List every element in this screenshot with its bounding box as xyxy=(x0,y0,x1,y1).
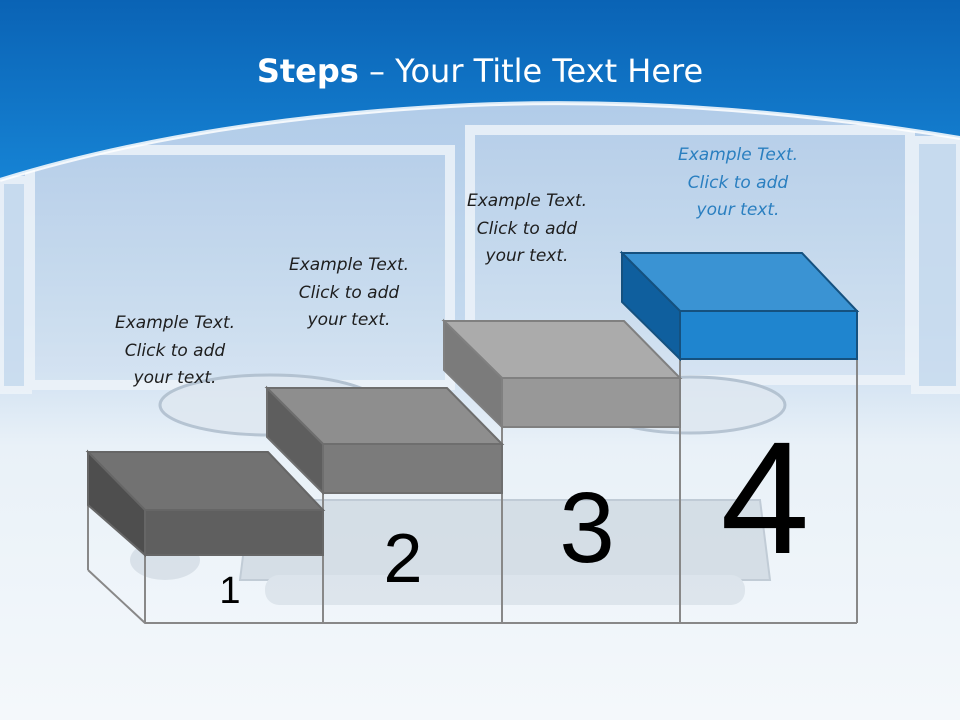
step-1-callout-line-3: your text. xyxy=(133,368,217,388)
step-3-callout-line-3: your text. xyxy=(485,246,569,266)
step-2-callout-line-3: your text. xyxy=(307,310,391,330)
step-1-callout[interactable]: Example Text. Click to add your text. xyxy=(80,310,270,393)
step-4-callout-line-1: Example Text. xyxy=(677,145,799,165)
step-3-callout-line-2: Click to add xyxy=(476,218,578,239)
step-3-callout[interactable]: Example Text. Click to add your text. xyxy=(432,188,622,271)
step-4-callout[interactable]: Example Text. Click to add your text. xyxy=(643,142,833,225)
step-number-2: 2 xyxy=(383,519,423,597)
step-block-4 xyxy=(619,250,860,362)
step-4-callout-line-2: Click to add xyxy=(687,172,789,193)
step-1-callout-line-2: Click to add xyxy=(124,340,226,361)
step-2-callout[interactable]: Example Text. Click to add your text. xyxy=(254,252,444,335)
step-block-2 xyxy=(264,385,505,496)
step-number-1: 1 xyxy=(219,570,241,612)
step-2-callout-line-1: Example Text. xyxy=(288,255,410,275)
step-block-3 xyxy=(441,318,683,430)
step-2-callout-line-2: Click to add xyxy=(298,282,400,303)
title-bold-part: Steps xyxy=(256,52,359,90)
step-3-callout-line-1: Example Text. xyxy=(466,191,588,211)
step-4-callout-line-3: your text. xyxy=(696,200,780,220)
step-number-4: 4 xyxy=(720,408,810,587)
step-1-callout-line-1: Example Text. xyxy=(114,313,236,333)
slide-title: Steps – Your Title Text Here xyxy=(0,52,960,90)
title-rest-part: – Your Title Text Here xyxy=(358,52,704,90)
step-block-1 xyxy=(85,449,326,558)
step-number-3: 3 xyxy=(559,472,615,584)
